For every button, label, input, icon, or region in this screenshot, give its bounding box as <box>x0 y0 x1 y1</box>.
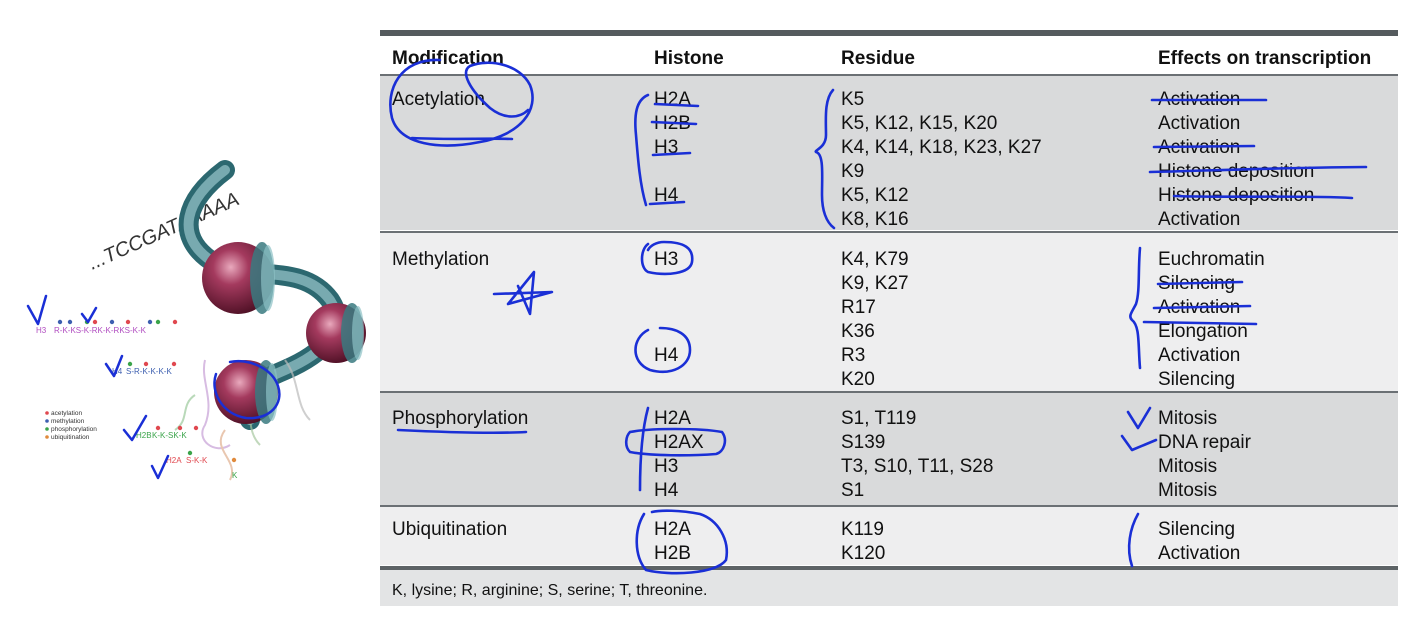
table-header-row: Modification Histone Residue Effects on … <box>380 36 1398 74</box>
effect-cell: Elongation <box>1158 321 1248 342</box>
h3-tail-sequence: H3 R-K-KS-K-RK-K-RKS-K-K <box>36 319 178 335</box>
modification-acetylation: Acetylation <box>392 89 485 110</box>
residue-cell: R17 <box>841 297 876 318</box>
effect-cell: Activation <box>1158 89 1241 110</box>
svg-text:H4: H4 <box>112 367 123 376</box>
svg-text:S-R-K-K-K-K: S-R-K-K-K-K <box>126 367 172 376</box>
nucleosome-top <box>202 242 275 314</box>
histone-cell: H2B <box>654 113 691 134</box>
svg-text:R-K-KS-K-RK-K-RKS-K-K: R-K-KS-K-RK-K-RKS-K-K <box>54 326 147 335</box>
svg-text:K: K <box>232 471 238 480</box>
residue-cell: K120 <box>841 543 886 564</box>
residue-cell: T3, S10, T11, S28 <box>841 456 994 477</box>
histone-cell: H2AX <box>654 432 704 453</box>
histone-cell: H4 <box>654 185 679 206</box>
residue-cell: K8, K16 <box>841 209 909 230</box>
table-bottom-rule <box>380 566 1398 570</box>
svg-text:K-K-SK-K: K-K-SK-K <box>152 431 187 440</box>
residue-cell: R3 <box>841 345 866 366</box>
svg-text:ubiquitination: ubiquitination <box>51 434 90 441</box>
residue-cell: K36 <box>841 321 875 342</box>
h2a-tail-sequence: H2A S-K-K K <box>166 450 238 480</box>
residue-cell: K4, K14, K18, K23, K27 <box>841 137 1042 158</box>
band-phosphorylation <box>380 393 1398 505</box>
histone-cell: H2A <box>654 408 691 429</box>
svg-text:phosphorylation: phosphorylation <box>51 426 97 433</box>
residue-cell: K5, K12, K15, K20 <box>841 113 998 134</box>
h4-tail-sequence: H4 S-R-K-K-K-K <box>112 361 177 376</box>
effect-cell: Mitosis <box>1158 456 1218 477</box>
header-divider <box>380 74 1398 76</box>
header-histone: Histone <box>654 48 724 69</box>
effect-cell: Euchromatin <box>1158 249 1265 270</box>
effect-cell: Silencing <box>1158 273 1236 294</box>
modification-methylation: Methylation <box>392 249 490 270</box>
nucleosome-figure: ...TCCGATAAAAA <box>0 0 378 631</box>
effect-cell: Activation <box>1158 209 1241 230</box>
nucleosome-right <box>306 303 366 363</box>
divider <box>380 391 1398 393</box>
effect-cell: Activation <box>1158 113 1241 134</box>
histone-cell: H2B <box>654 543 691 564</box>
histone-cell: H3 <box>654 456 679 477</box>
residue-cell: S1, T119 <box>841 408 917 429</box>
table-footnote: K, lysine; R, arginine; S, serine; T, th… <box>392 582 708 599</box>
header-residue: Residue <box>841 48 915 69</box>
effect-cell: Activation <box>1158 137 1241 158</box>
residue-cell: K9 <box>841 161 865 182</box>
svg-text:acetylation: acetylation <box>51 410 82 417</box>
histone-cell: H2A <box>654 519 691 540</box>
histone-cell: H4 <box>654 345 679 366</box>
effect-cell: DNA repair <box>1158 432 1251 453</box>
band-acetylation <box>380 76 1398 230</box>
effect-cell: Histone deposition <box>1158 161 1315 182</box>
residue-cell: K20 <box>841 369 875 390</box>
header-effects: Effects on transcription <box>1158 48 1372 69</box>
band-ubiquitination <box>380 507 1398 565</box>
histone-cell: H3 <box>654 137 679 158</box>
effect-cell: Activation <box>1158 543 1241 564</box>
table-top-rule <box>380 30 1398 36</box>
h2b-tail-sequence: H2B K-K-SK-K <box>136 425 199 440</box>
table-body: K, lysine; R, arginine; S, serine; T, th… <box>380 0 1398 631</box>
divider <box>380 505 1398 507</box>
residue-cell: S139 <box>841 432 886 453</box>
histone-cell: H3 <box>654 249 679 270</box>
modification-ubiquitination: Ubiquitination <box>392 519 508 540</box>
residue-cell: K119 <box>841 519 884 540</box>
residue-cell: K5 <box>841 89 865 110</box>
effect-cell: Activation <box>1158 297 1241 318</box>
svg-text:H2B: H2B <box>136 431 152 440</box>
effect-cell: Activation <box>1158 345 1241 366</box>
svg-text:S-K-K: S-K-K <box>186 456 208 465</box>
residue-cell: K4, K79 <box>841 249 909 270</box>
footnote-row: K, lysine; R, arginine; S, serine; T, th… <box>380 570 1398 606</box>
effect-cell: Histone deposition <box>1158 185 1315 206</box>
effect-cell: Silencing <box>1158 369 1236 390</box>
svg-text:H2A: H2A <box>166 456 182 465</box>
residue-cell: K9, K27 <box>841 273 909 294</box>
header-modification: Modification <box>392 48 504 69</box>
figure-ink-marks <box>26 294 281 480</box>
histone-cell: H4 <box>654 480 679 501</box>
modification-legend: acetylation methylation phosphorylation … <box>45 410 97 441</box>
effect-cell: Mitosis <box>1158 480 1218 501</box>
svg-text:H3: H3 <box>36 326 47 335</box>
residue-cell: K5, K12 <box>841 185 909 206</box>
effect-cell: Mitosis <box>1158 408 1218 429</box>
residue-cell: S1 <box>841 480 865 501</box>
effect-cell: Silencing <box>1158 519 1236 540</box>
modification-phosphorylation: Phosphorylation <box>392 408 529 429</box>
divider <box>380 231 1398 233</box>
histone-cell: H2A <box>654 89 691 110</box>
svg-text:methylation: methylation <box>51 418 85 425</box>
